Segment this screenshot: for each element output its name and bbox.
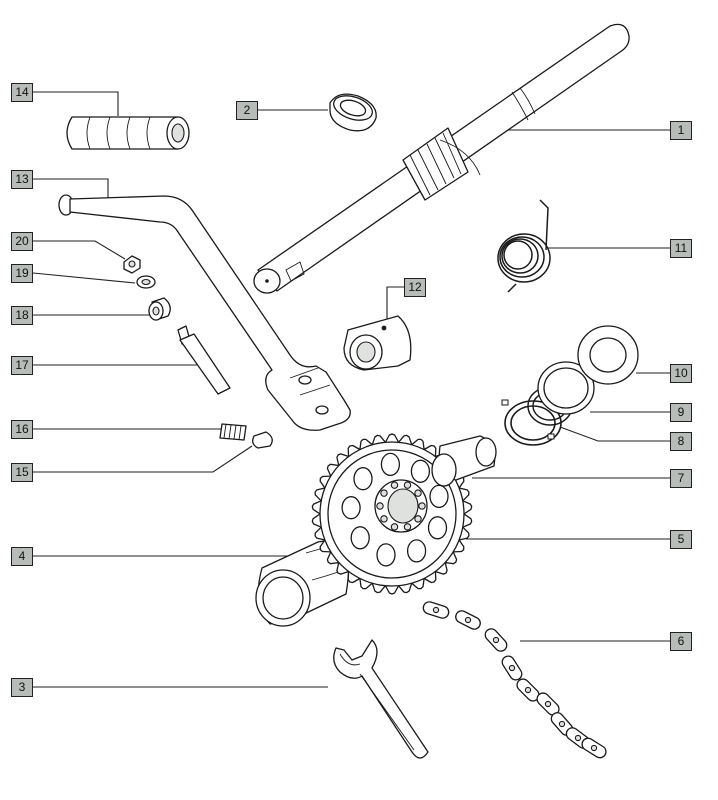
chain-pin [574,734,582,742]
callout-2: 2 [236,101,258,120]
hub-tooth [414,515,422,523]
part-16-detent-spring [219,423,247,441]
callout-7: 7 [670,469,692,488]
callout-17: 17 [11,356,33,375]
leader-20 [33,240,126,260]
callout-20: 20 [11,232,33,251]
sprocket-hole [341,496,361,520]
part-3-tool [333,639,429,759]
chain-pin [590,744,598,752]
part-6-chain [422,601,607,759]
sprocket-hole [410,459,431,483]
callout-16: 16 [11,420,33,439]
chain-pin [464,616,472,624]
callout-13: 13 [11,170,33,189]
part-13-kick-lever [58,194,351,431]
leader-12 [386,286,405,333]
callout-18: 18 [11,306,33,325]
part-15-detent-ball [252,431,273,449]
chain-pin [508,664,516,672]
leader-13 [33,178,109,200]
leader-19 [32,272,136,284]
sprocket-hole [350,526,370,550]
hub-tooth [380,489,388,497]
callout-1: 1 [670,121,692,140]
hub-tooth [403,523,412,531]
part-11-spring [497,199,551,293]
callout-10: 10 [670,364,692,383]
chain-pin [492,636,500,644]
leader-14 [33,91,119,116]
chain-pin [558,720,566,728]
part-7-hub [431,435,497,487]
callout-8: 8 [670,432,692,451]
part-19-washer [136,275,156,289]
part-17-pin [177,325,231,395]
hub-tooth [390,523,399,531]
part-20-nut [123,255,141,274]
leader-lines [32,91,671,688]
callout-14: 14 [11,83,33,102]
part-10-washer [577,325,639,385]
callout-6: 6 [670,632,692,651]
leader-15 [33,445,253,473]
callout-15: 15 [11,463,33,482]
callout-9: 9 [670,403,692,422]
callout-11: 11 [670,239,692,258]
chain-pin [524,686,532,694]
callout-4: 4 [11,547,33,566]
sprocket-hole [427,516,448,540]
sprocket-hole [429,484,449,509]
callout-12: 12 [404,278,426,297]
hub-tooth [414,489,422,497]
hub-tooth [380,515,388,523]
part-2-bush [329,93,377,132]
hub-tooth [390,481,399,489]
sprocket-hole [406,539,427,563]
part-4-sleeve [255,537,350,627]
sprocket-hole [353,467,373,491]
callout-19: 19 [11,264,33,283]
hub-tooth [376,502,384,510]
sprocket-hole [376,543,396,567]
part-9-washer [537,361,595,415]
sprocket-hole [380,452,401,477]
chain-pin [432,606,440,614]
leader-8 [559,426,671,442]
part-14-grip [66,116,190,150]
part-18-spacer [148,297,171,321]
chain-pin [544,700,552,708]
part-12-collar [343,315,412,371]
callout-5: 5 [670,530,692,549]
hub-tooth [418,502,426,510]
part-1-shaft [253,23,630,294]
hub-tooth [403,481,412,489]
callout-3: 3 [11,678,33,697]
